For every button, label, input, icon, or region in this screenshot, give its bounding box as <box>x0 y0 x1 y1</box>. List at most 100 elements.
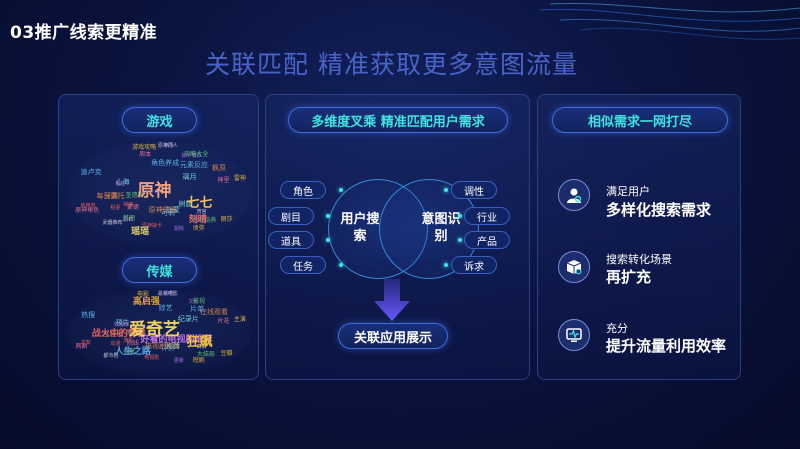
pill-panel2-title: 多维度叉乘 精准匹配用户需求 <box>288 107 508 133</box>
cloud-word: 片花 <box>217 318 230 326</box>
cloud-word: 热播剧 <box>125 330 144 338</box>
word-cloud-games: 原神抽卡游戏攻略角色养成新手圣遗物深渊武器推荐原神角色派蒙钟离雷神可莉胡桃甘雨枫… <box>67 141 252 245</box>
panel-similar-needs: 相似需求一网打尽 满足用户 多样化搜索需求 搜索转化场景 再扩充 充分 提升流量… <box>537 94 741 380</box>
cloud-word: 古装剧 <box>102 330 124 339</box>
connector-dot <box>326 238 330 242</box>
package-search-icon <box>558 251 590 283</box>
feature-3-main: 提升流量利用效率 <box>606 337 727 355</box>
tag-industry: 行业 <box>464 207 510 225</box>
cloud-word: 在线观看 <box>200 307 229 316</box>
cloud-word: 评分 <box>161 343 176 352</box>
cloud-word: 豆瓣 <box>220 349 233 357</box>
cloud-word: 大结局 <box>196 350 215 358</box>
cloud-word: 最新电影 <box>157 290 178 297</box>
cloud-word: 瑶瑶 <box>131 227 150 238</box>
cloud-word: 元素反应 <box>180 160 209 169</box>
cloud-word: 网剧 <box>75 342 88 350</box>
cloud-word: 甘雨 <box>122 214 135 222</box>
cloud-word: 深渊 <box>103 191 118 200</box>
cloud-word: 新手 <box>164 143 175 150</box>
panel-keyword-clouds: 游戏 原神抽卡游戏攻略角色养成新手圣遗物深渊武器推荐原神角色派蒙钟离雷神可莉胡桃… <box>58 94 259 380</box>
label-intent: 意图识别 <box>421 212 461 244</box>
cloud-word: 原神壁纸 <box>148 205 177 214</box>
cloud-word-big: 原神 <box>137 180 172 201</box>
cloud-word: 七七培养 <box>192 217 217 225</box>
feature-2-main: 再扩充 <box>606 268 652 286</box>
cloud-word-big: 七七 <box>186 195 213 211</box>
cloud-word: 剧情 <box>165 341 180 350</box>
word-cloud-media: 电视剧电影综艺追剧热播剧古装剧都市剧网剧剧情演员主演评分更新全集在线观看高清片花… <box>67 289 252 375</box>
cloud-word: 原神抽卡 <box>141 222 162 229</box>
cloud-word: 派蒙 <box>165 205 180 214</box>
tag-product: 产品 <box>464 231 510 249</box>
cloud-word: 丽莎 <box>220 215 233 223</box>
cloud-word: 收视率 <box>114 321 130 328</box>
feature-1-sub: 满足用户 <box>606 185 650 198</box>
cloud-word: 胡桃 <box>173 225 184 232</box>
tag-tone: 调性 <box>451 181 497 199</box>
cloud-word: 综艺 <box>158 303 173 312</box>
cloud-word: 纳西妲 <box>80 203 96 210</box>
cloud-word: 预告 <box>115 319 130 328</box>
cloud-word: 须弥 <box>192 225 205 233</box>
cloud-word: 蒙德 <box>126 204 139 212</box>
connector-dot <box>458 214 462 218</box>
cloud-word: 全集 <box>122 348 135 356</box>
panel-multi-dimension: 多维度叉乘 精准匹配用户需求 用户搜索 意图识别 角色 剧目 道具 任务 调性 … <box>265 94 530 380</box>
cloud-word: 圣遗物 <box>125 191 144 199</box>
cloud-word: 神里 <box>217 176 230 184</box>
cloud-word: 文化 <box>188 298 199 305</box>
cloud-word: 片单 <box>190 305 205 314</box>
connector-dot <box>339 263 343 267</box>
cloud-word: 周本 <box>139 151 152 159</box>
cloud-word: 电视剧推荐 <box>144 341 180 350</box>
cloud-word: 影视 <box>193 297 206 305</box>
cloud-word: 树脂 <box>178 199 193 208</box>
pill-panel3-title: 相似需求一网打尽 <box>552 107 728 133</box>
cloud-word: 动漫 <box>110 340 121 347</box>
cloud-word: 枫原 <box>212 164 227 173</box>
feature-1-main: 多样化搜索需求 <box>606 201 712 219</box>
cloud-word: 热搜 <box>81 311 96 320</box>
cloud-word: 刻晴 <box>188 215 207 226</box>
cloud-word-big: 爱奇艺 <box>129 319 180 340</box>
feature-3-sub: 充分 <box>606 322 628 335</box>
cloud-word: 雷神 <box>233 174 246 182</box>
pill-media: 传媒 <box>122 257 197 283</box>
cloud-word: 演员 <box>123 338 134 345</box>
cloud-word: 都市剧 <box>103 353 119 360</box>
cloud-word: 原神角色 <box>75 206 100 214</box>
cloud-word: 高清 <box>196 343 207 350</box>
cloud-word: 人生之路 <box>114 347 151 358</box>
cloud-word: 每日委托 <box>96 191 125 200</box>
connector-dot <box>444 188 448 192</box>
cloud-word: 短剧 <box>192 357 205 365</box>
tag-task: 任务 <box>280 256 326 274</box>
user-search-icon <box>558 179 590 211</box>
cloud-word: 璃月 <box>182 172 197 181</box>
cloud-word: 战火中的青春 <box>91 328 146 339</box>
label-user-search: 用户搜索 <box>340 212 380 244</box>
tag-drama: 剧目 <box>268 207 314 225</box>
connector-dot <box>444 263 448 267</box>
connector-dot <box>326 214 330 218</box>
cloud-word: 迪卢克 <box>80 168 102 177</box>
cloud-word: 更新 <box>173 358 184 365</box>
cloud-word: 攻略大全 <box>184 151 209 159</box>
cloud-word: 稻妻 <box>110 204 121 211</box>
cloud-word: 主演 <box>233 316 246 324</box>
cloud-word: 抽卡模拟 <box>181 152 202 159</box>
cloud-word: 高启强 <box>132 297 160 308</box>
main-heading: 关联匹配 精准获取更多意图流量 <box>205 50 578 79</box>
cloud-word: 钟离 <box>123 201 134 208</box>
tag-role: 角色 <box>280 181 326 199</box>
cloud-word-big: 狂飙 <box>186 334 213 350</box>
pill-related-apps: 关联应用展示 <box>338 323 448 349</box>
pill-games: 游戏 <box>122 107 197 133</box>
cloud-word: 角色养成 <box>151 159 180 168</box>
cloud-word: 追剧 <box>164 291 175 298</box>
cloud-word: 宵宫 <box>196 208 207 215</box>
connector-dot <box>458 238 462 242</box>
cloud-word: 纪录片 <box>177 314 199 323</box>
arrow-down-icon <box>374 279 410 321</box>
